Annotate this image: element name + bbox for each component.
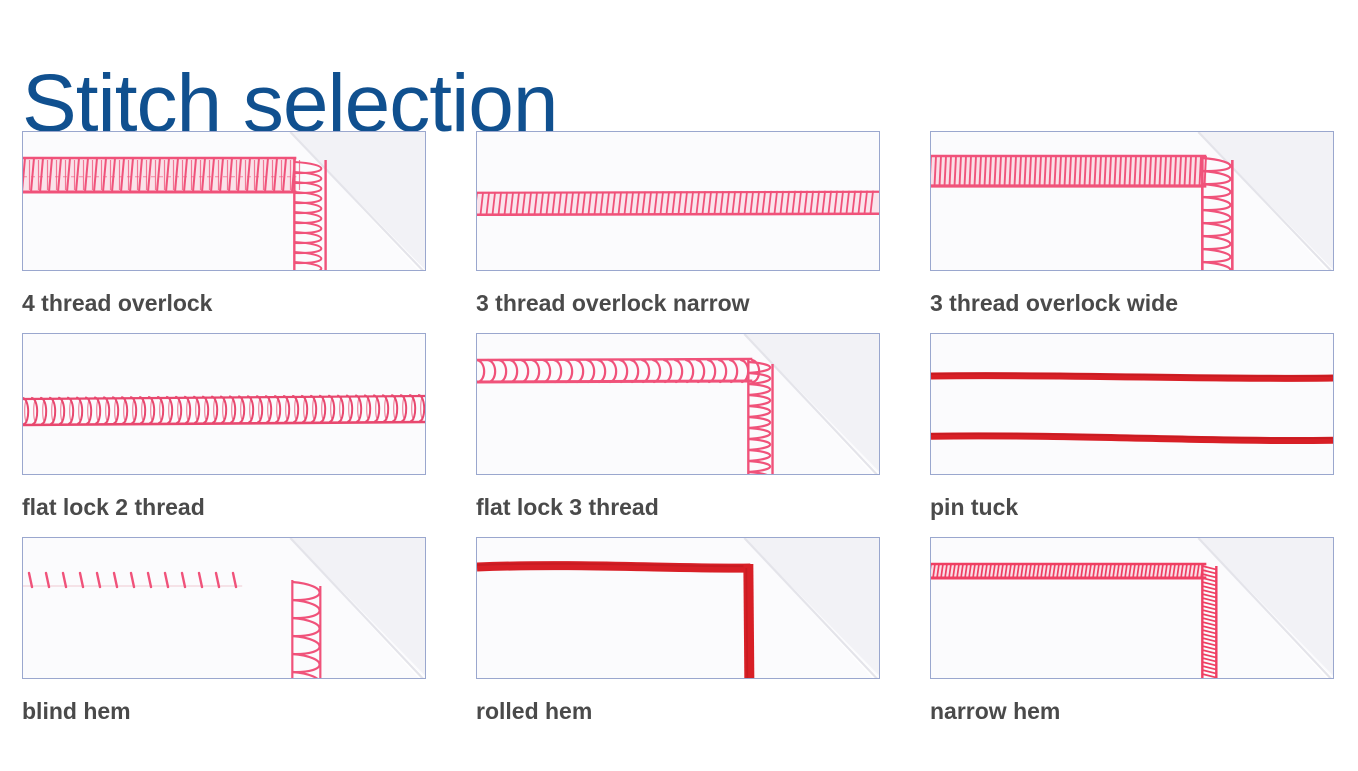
stitch-label: 3 thread overlock narrow (476, 290, 750, 316)
stitch-label: 3 thread overlock wide (930, 290, 1178, 316)
stitch-cell[interactable]: 3 thread overlock wide (930, 131, 1334, 325)
stitch-label: flat lock 3 thread (476, 494, 659, 520)
stitch-image-3-thread-overlock-narrow[interactable] (476, 131, 880, 271)
stitch-cell[interactable]: 4 thread overlock (22, 131, 426, 325)
stitch-cell[interactable]: flat lock 3 thread (476, 333, 880, 529)
stitch-cell[interactable]: narrow hem (930, 537, 1334, 733)
stitch-cell[interactable]: pin tuck (930, 333, 1334, 529)
stitch-image-narrow-hem[interactable] (930, 537, 1334, 679)
stitch-cell[interactable]: 3 thread overlock narrow (476, 131, 880, 325)
stitch-image-rolled-hem[interactable] (476, 537, 880, 679)
stitch-cell[interactable]: blind hem (22, 537, 426, 733)
stitch-image-flat-lock-2-thread[interactable] (22, 333, 426, 475)
stitch-label: rolled hem (476, 698, 593, 724)
stitch-label: flat lock 2 thread (22, 494, 205, 520)
stitch-image-flat-lock-3-thread[interactable] (476, 333, 880, 475)
stitch-image-pin-tuck[interactable] (930, 333, 1334, 475)
stitch-label: 4 thread overlock (22, 290, 213, 316)
stitch-label: blind hem (22, 698, 131, 724)
stitch-label: pin tuck (930, 494, 1019, 520)
stitch-cell[interactable]: flat lock 2 thread (22, 333, 426, 529)
stitch-image-blind-hem[interactable] (22, 537, 426, 679)
stitch-cell[interactable]: rolled hem (476, 537, 880, 733)
stitch-label: narrow hem (930, 698, 1061, 724)
stitch-image-4-thread-overlock[interactable] (22, 131, 426, 271)
stitch-grid: 4 thread overlock 3 thread overlock narr… (22, 131, 1334, 733)
stitch-image-3-thread-overlock-wide[interactable] (930, 131, 1334, 271)
